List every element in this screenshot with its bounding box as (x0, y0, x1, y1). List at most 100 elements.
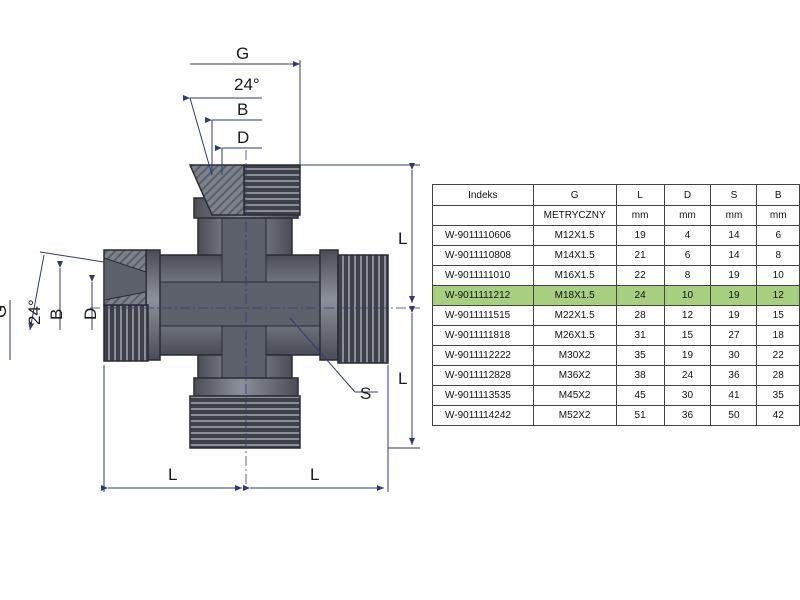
table-cell: M30X2 (532, 345, 617, 366)
cell-indeks: W-9011110808 (432, 245, 534, 266)
cell-indeks: W-9011111212 (432, 285, 534, 306)
table-cell: 19 (615, 225, 665, 246)
table-cell: M12X1.5 (532, 225, 617, 246)
table-cell: 31 (615, 325, 665, 346)
table-cell: 36 (710, 365, 758, 386)
dim-label-b: B (237, 100, 248, 119)
col-header-s: S (710, 184, 758, 206)
top-section-cut (188, 164, 245, 216)
table-cell: 30 (663, 385, 712, 406)
table-cell: M18X1.5 (532, 285, 617, 306)
dim-label-b-left: B (47, 309, 66, 320)
dim-label-angle: 24° (234, 75, 260, 94)
dim-label-angle-left: 24° (25, 299, 44, 325)
right-hex-collar (319, 249, 339, 361)
table-cell: 27 (710, 325, 758, 346)
left-thread (103, 304, 149, 362)
col-header-g: G (532, 184, 617, 206)
table-units-row: METRYCZNY mm mm mm mm (432, 205, 800, 226)
table-cell: M14X1.5 (532, 245, 617, 266)
table-cell: 42 (756, 405, 800, 426)
table-cell: 14 (710, 245, 758, 266)
dimension-labels: G 24° B D L L L L S 24° B D G (0, 44, 407, 484)
table-cell: M36X2 (532, 365, 617, 386)
table-cell: 8 (663, 265, 712, 286)
table-cell: 50 (710, 405, 758, 426)
right-thread (337, 254, 389, 364)
unit-cell: mm (756, 205, 800, 226)
table-cell: 10 (663, 285, 712, 306)
table-header-row: Indeks G L D S B (432, 184, 800, 206)
dim-label-l-bottom-right: L (310, 465, 319, 484)
table-cell: 41 (710, 385, 758, 406)
table-cell: 12 (663, 305, 712, 326)
table-cell: M52X2 (532, 405, 617, 426)
col-header-d: D (663, 184, 712, 206)
table-cell: 15 (756, 305, 800, 326)
spec-table: Indeks G L D S B METRYCZNY mm mm mm mm W… (432, 184, 800, 426)
table-cell: 22 (615, 265, 665, 286)
table-cell: 21 (615, 245, 665, 266)
col-header-b: B (756, 184, 800, 206)
table-cell: M26X1.5 (532, 325, 617, 346)
table-cell: 10 (756, 265, 800, 286)
dim-label-l-right-upper: L (398, 229, 407, 248)
unit-cell: mm (615, 205, 665, 226)
table-cell: 45 (615, 385, 665, 406)
dim-label-g-left: G (0, 305, 10, 318)
cross-fitting (90, 150, 420, 490)
col-header-l: L (615, 184, 665, 206)
table-cell: 22 (756, 345, 800, 366)
bore-horizontal (154, 281, 326, 327)
table-cell: 30 (710, 345, 758, 366)
table-cell: 19 (710, 265, 758, 286)
table-cell: 19 (710, 285, 758, 306)
table-cell: 35 (615, 345, 665, 366)
table-cell: 18 (756, 325, 800, 346)
cell-indeks: W-9011113535 (432, 385, 534, 406)
table-cell: M16X1.5 (532, 265, 617, 286)
table-cell: 6 (663, 245, 712, 266)
dim-label-d: D (237, 128, 249, 147)
cell-indeks: W-9011111818 (432, 325, 534, 346)
table-cell: 36 (663, 405, 712, 426)
unit-cell: mm (710, 205, 758, 226)
table-cell: 19 (710, 305, 758, 326)
dim-label-g: G (236, 44, 249, 63)
unit-cell: mm (663, 205, 712, 226)
cell-indeks: W-9011111010 (432, 265, 534, 286)
dim-label-s: S (360, 384, 371, 403)
table-cell: 15 (663, 325, 712, 346)
bottom-thread (189, 395, 301, 449)
table-cell: 51 (615, 405, 665, 426)
table-cell: 8 (756, 245, 800, 266)
table-cell: 14 (710, 225, 758, 246)
table-cell: 35 (756, 385, 800, 406)
cell-indeks: W-9011112222 (432, 345, 534, 366)
top-thread (243, 164, 301, 216)
dimension-lines (9, 60, 420, 492)
dim-label-l-bottom-left: L (168, 465, 177, 484)
table-cell: 4 (663, 225, 712, 246)
table-cell: M22X1.5 (532, 305, 617, 326)
left-cone-seat (103, 257, 147, 301)
unit-cell (432, 205, 534, 226)
table-cell: M45X2 (532, 385, 617, 406)
table-cell: 6 (756, 225, 800, 246)
table-cell: 19 (663, 345, 712, 366)
unit-cell: METRYCZNY (532, 205, 617, 226)
cell-indeks: W-9011110606 (432, 225, 534, 246)
col-header-indeks: Indeks (432, 184, 534, 206)
dim-label-d-left: D (81, 308, 100, 320)
